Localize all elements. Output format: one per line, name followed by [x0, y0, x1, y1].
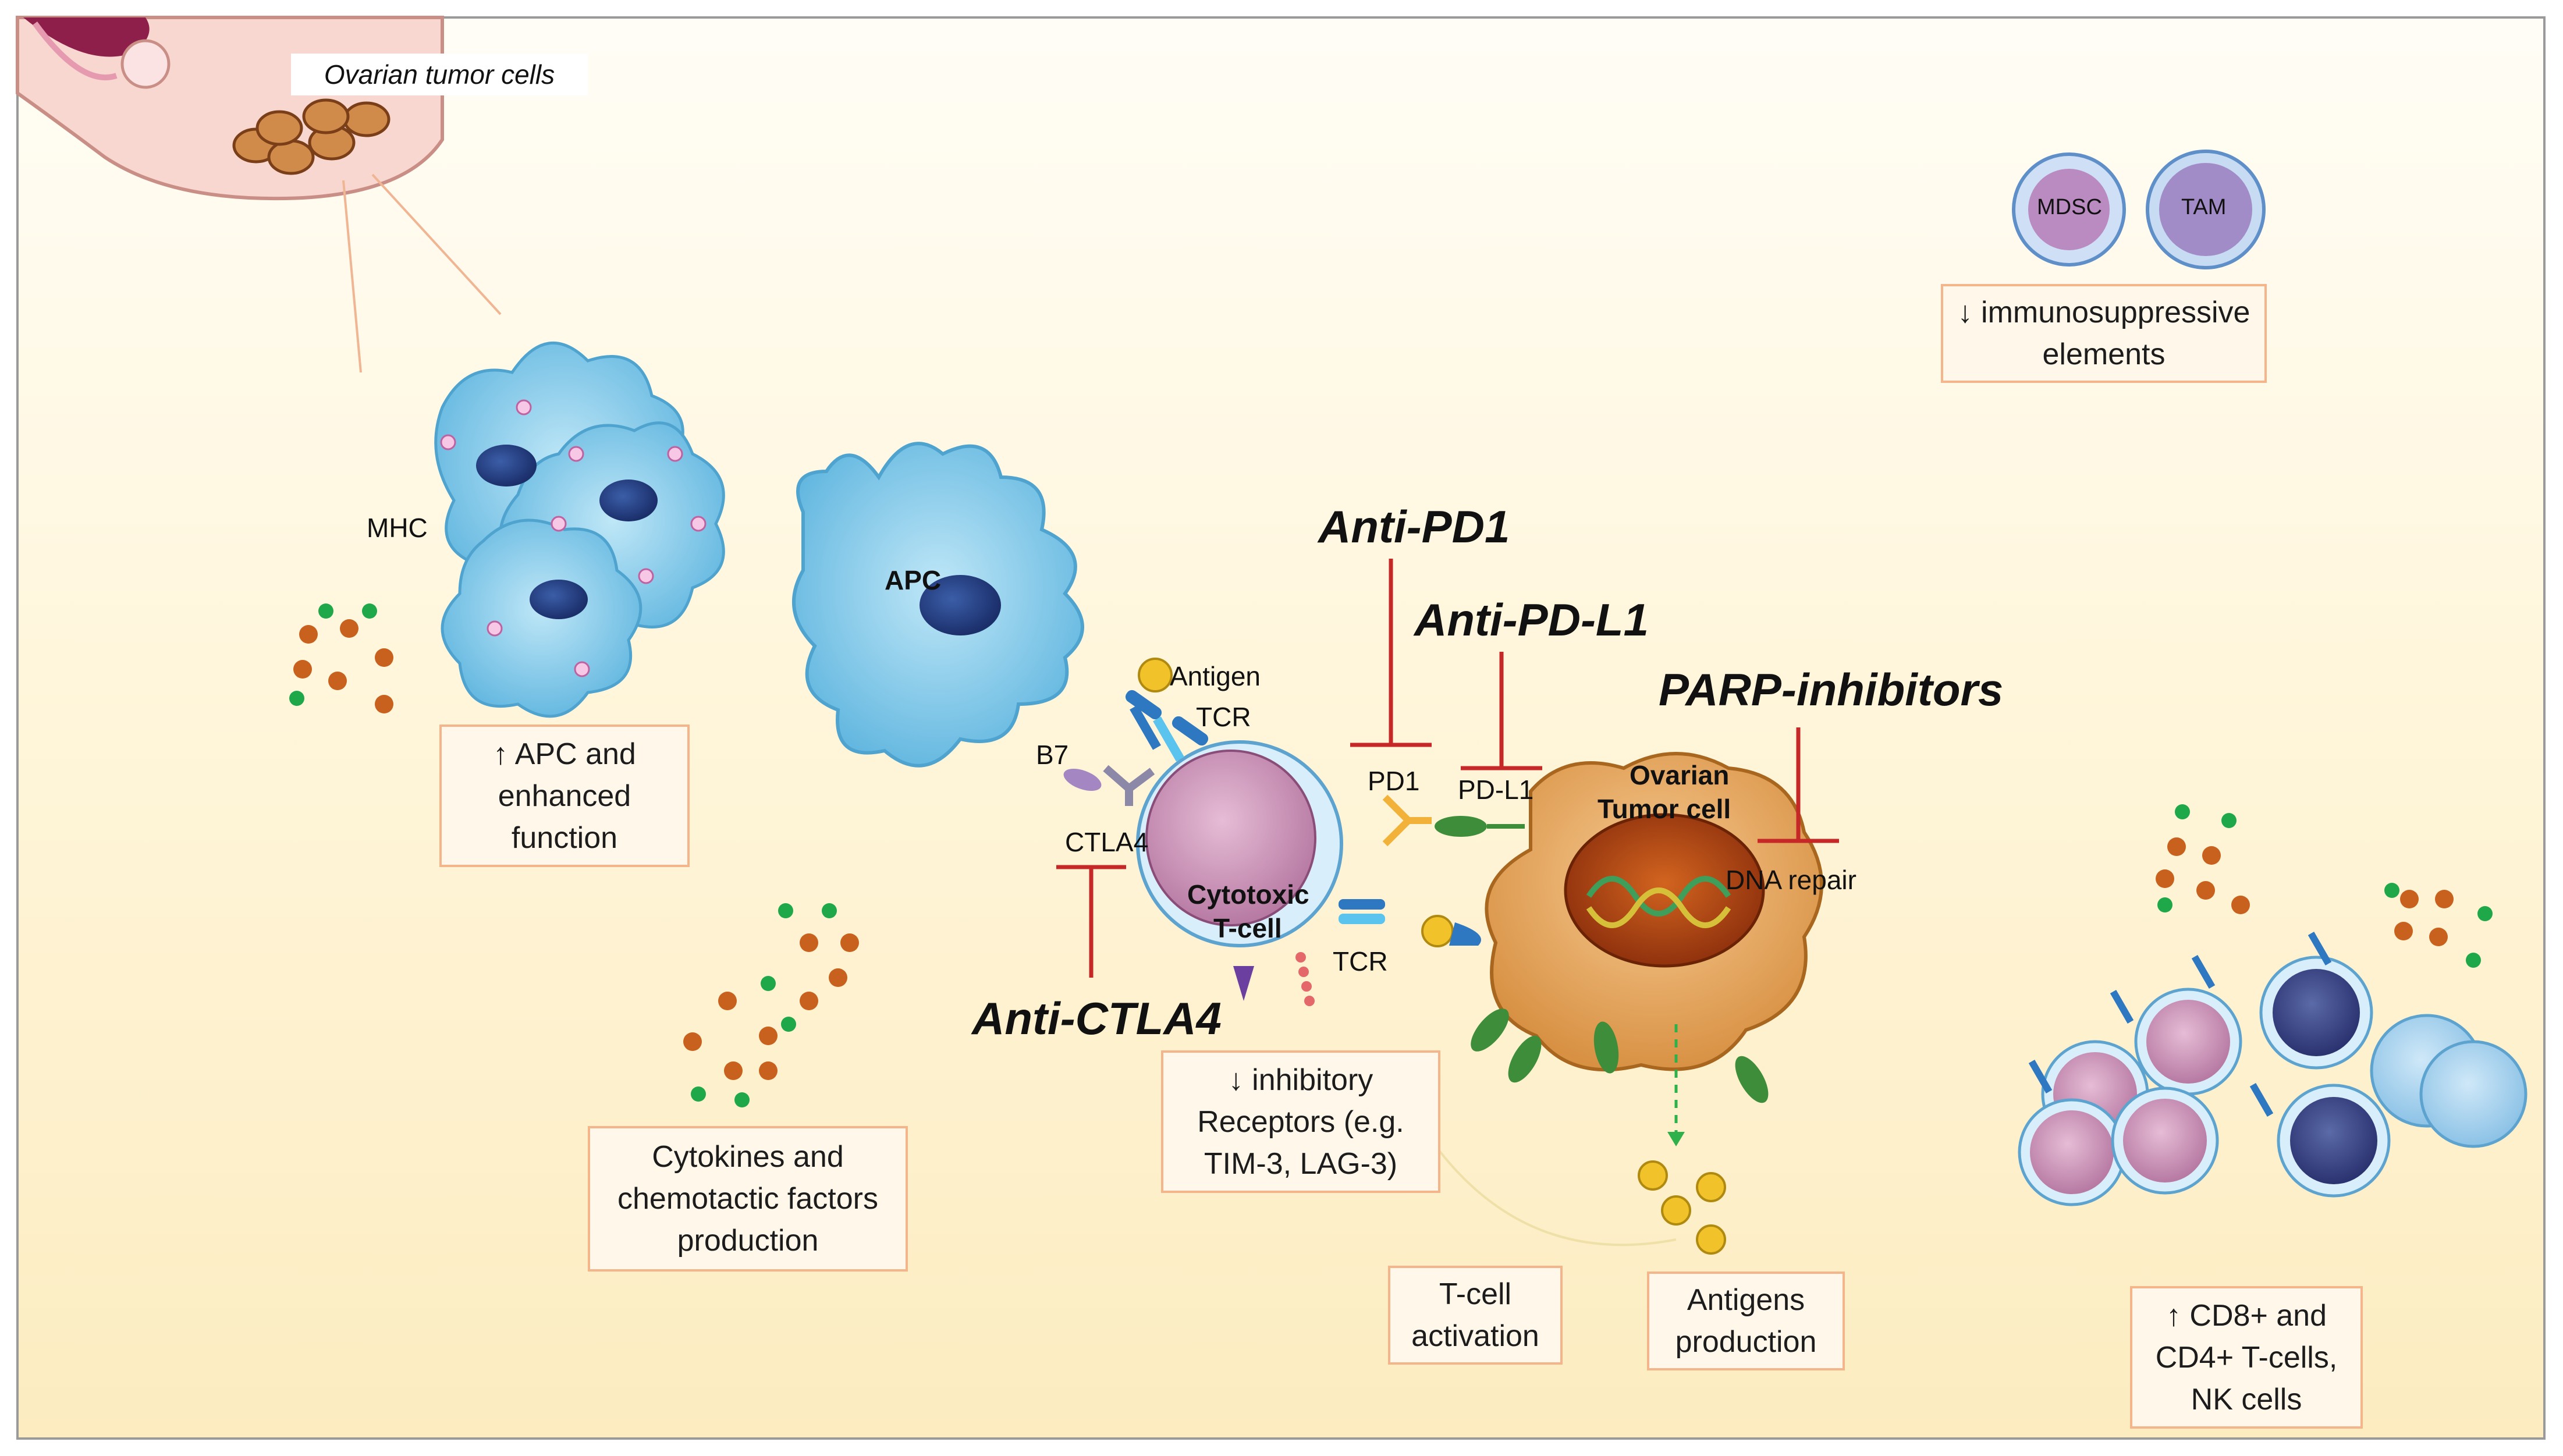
cytokines-middle: [683, 903, 859, 1107]
apc-box-line3: function: [511, 821, 618, 855]
cytokines-box-line3: production: [677, 1224, 819, 1258]
figure-panel: [16, 16, 2546, 1440]
cd8-box-line1: ↑ CD8+ and: [2166, 1298, 2327, 1333]
pdl1-label: PD-L1: [1458, 775, 1534, 805]
antigen-balls: [1638, 1160, 1726, 1255]
antigens-production-box: Antigens production: [1647, 1272, 1845, 1370]
apc-box-line1: ↑ APC and: [493, 737, 636, 771]
tumor-label-line1: Ovarian: [1630, 760, 1730, 790]
immunosuppressive-line1: ↓ immunosuppressive: [1957, 296, 2250, 329]
apc-box-line2: enhanced: [498, 779, 631, 813]
tcr-bottom-label: TCR: [1333, 946, 1388, 976]
cd8-box-line3: NK cells: [2191, 1382, 2302, 1416]
cytotoxic-tcell: [1136, 740, 1343, 1006]
immunosuppressive-line2: elements: [2042, 338, 2166, 371]
antigens-box-line2: production: [1675, 1325, 1817, 1359]
lymphocyte-cluster: [2018, 932, 2527, 1206]
cytokines-box-line1: Cytokines and: [652, 1140, 844, 1174]
cytokines-box: Cytokines and chemotactic factors produc…: [588, 1126, 908, 1272]
tcell-label-line2: T-cell: [1213, 913, 1282, 943]
apc-label: APC: [885, 565, 942, 595]
connector-curve: [1430, 1139, 1677, 1247]
tumor-label-line2: Tumor cell: [1598, 794, 1731, 824]
cytokines-left: [289, 603, 393, 713]
pd1-label: PD1: [1368, 766, 1420, 796]
antigens-box-line1: Antigens: [1687, 1283, 1805, 1317]
pd1-pdl1: [1382, 794, 1525, 847]
tcell-activation-line1: T-cell: [1439, 1277, 1512, 1311]
mhc-label: MHC: [367, 513, 428, 543]
immunosuppressive-box: ↓ immunosuppressive elements: [1941, 284, 2267, 383]
inhibitory-box-line1: ↓ inhibitory: [1228, 1063, 1373, 1097]
ovarian-tumor-cell: [1471, 752, 1823, 1146]
ovarian-tumor-cells-label: Ovarian tumor cells: [291, 54, 588, 95]
cd8-cd4-nk-box: ↑ CD8+ and CD4+ T-cells, NK cells: [2130, 1286, 2363, 1429]
dna-repair-label: DNA repair: [1726, 865, 1856, 895]
ctla4-label: CTLA4: [1065, 827, 1149, 857]
tcr-top-label: TCR: [1196, 702, 1251, 732]
parp-inhibitors-label: PARP-inhibitors: [1659, 664, 2004, 715]
inhibitory-box-line3: TIM-3, LAG-3): [1204, 1146, 1398, 1181]
mdsc-tam-cells: [2012, 150, 2266, 269]
tcell-activation-line2: activation: [1411, 1319, 1539, 1353]
tam-label: TAM: [2181, 195, 2227, 219]
inhibitory-receptors-box: ↓ inhibitory Receptors (e.g. TIM-3, LAG-…: [1161, 1050, 1440, 1193]
tcell-label-line1: Cytotoxic: [1187, 879, 1309, 910]
apc-cell: [792, 442, 1084, 768]
mdsc-label: MDSC: [2037, 195, 2102, 219]
b7-ctla4: [1063, 765, 1155, 806]
tcell-activation-box: T-cell activation: [1388, 1266, 1563, 1365]
anti-pdl1-label: Anti-PD-L1: [1414, 594, 1649, 645]
inhibitor-bars: [1056, 559, 1839, 978]
tcr-upper: [1125, 658, 1209, 762]
anti-ctla4-label: Anti-CTLA4: [972, 993, 1222, 1044]
apc-cluster: [434, 341, 725, 718]
tcr-lower: [1339, 899, 1481, 947]
inhibitory-box-line2: Receptors (e.g.: [1197, 1105, 1404, 1139]
anti-pd1-label: Anti-PD1: [1318, 501, 1510, 552]
apc-function-box: ↑ APC and enhanced function: [439, 725, 690, 867]
cytokines-right: [2156, 804, 2493, 968]
antigen-label: Antigen: [1170, 661, 1261, 691]
b7-label: B7: [1036, 740, 1069, 770]
cytokines-box-line2: chemotactic factors: [617, 1182, 878, 1216]
cd8-box-line2: CD4+ T-cells,: [2155, 1340, 2338, 1375]
